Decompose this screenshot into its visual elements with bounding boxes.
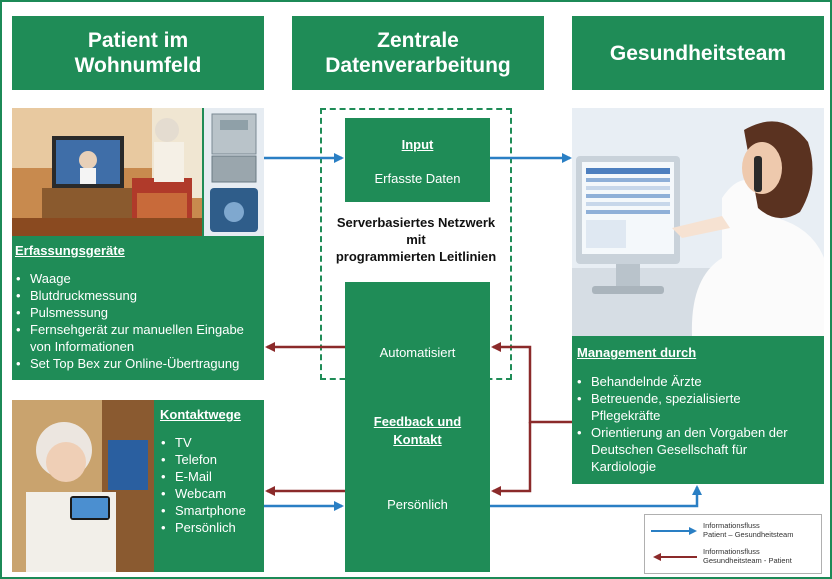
management-list: Behandelnde Ärzte Betreuende, spezialisi… xyxy=(577,373,797,475)
elderly-woman-photo xyxy=(12,400,154,572)
header-zentrale-text: Zentrale Datenverarbeitung xyxy=(325,29,511,77)
kontakt-item: Smartphone xyxy=(161,502,261,519)
kontakt-item: Telefon xyxy=(161,451,261,468)
kontakt-item: TV xyxy=(161,434,261,451)
kontakt-item: Webcam xyxy=(161,485,261,502)
output-box xyxy=(345,282,490,572)
header-patient: Patient im Wohnumfeld xyxy=(12,16,264,90)
management-item: Behandelnde Ärzte xyxy=(577,373,797,390)
header-gesundheitsteam-text: Gesundheitsteam xyxy=(609,41,787,65)
doctor-photo xyxy=(572,108,824,336)
legend-red-text: Informationsfluss Gesundheitsteam - Pati… xyxy=(703,547,792,565)
input-title: Input xyxy=(401,137,434,152)
erfassung-item: Pulsmessung xyxy=(16,304,262,321)
header-gesundheitsteam: Gesundheitsteam xyxy=(572,16,824,90)
legend-row-red: Informationsfluss Gesundheitsteam - Pati… xyxy=(645,545,821,569)
automatisiert-label: Automatisiert xyxy=(379,345,456,360)
legend-blue-text: Informationsfluss Patient – Gesundheitst… xyxy=(703,521,794,539)
persoenlich-label: Persönlich xyxy=(387,497,448,512)
erfassung-title: Erfassungsgeräte xyxy=(15,243,125,258)
management-item: Orientierung an den Vorgaben der Deutsch… xyxy=(577,424,797,475)
server-network-text: Serverbasiertes Netzwerk mit programmier… xyxy=(335,215,497,264)
erfassung-item: Fernsehgerät zur manuellen Eingabe von I… xyxy=(16,321,262,355)
erfassung-list: Waage Blutdruckmessung Pulsmessung Ferns… xyxy=(16,270,262,372)
kontakt-item: Persönlich xyxy=(161,519,261,536)
living-room-photo xyxy=(12,108,202,236)
erfassung-item: Blutdruckmessung xyxy=(16,287,262,304)
kontakt-list: TV Telefon E-Mail Webcam Smartphone Pers… xyxy=(161,434,261,536)
header-patient-text: Patient im Wohnumfeld xyxy=(74,29,202,77)
management-item: Betreuende, spezialisierte Pflegekräfte xyxy=(577,390,797,424)
feedback-title: Feedback und Kontakt xyxy=(373,414,462,447)
scale-device-photo xyxy=(204,108,264,236)
erfassung-item: Waage xyxy=(16,270,262,287)
management-title: Management durch xyxy=(577,345,697,360)
header-zentrale: Zentrale Datenverarbeitung xyxy=(292,16,544,90)
legend: Informationsfluss Patient – Gesundheitst… xyxy=(644,514,822,574)
kontakt-title: Kontaktwege xyxy=(160,407,241,422)
erfassung-item: Set Top Bex zur Online-Übertragung xyxy=(16,355,262,372)
input-box xyxy=(345,118,490,202)
legend-row-blue: Informationsfluss Patient – Gesundheitst… xyxy=(645,519,821,543)
kontakt-item: E-Mail xyxy=(161,468,261,485)
input-subtitle: Erfasste Daten xyxy=(374,171,461,186)
